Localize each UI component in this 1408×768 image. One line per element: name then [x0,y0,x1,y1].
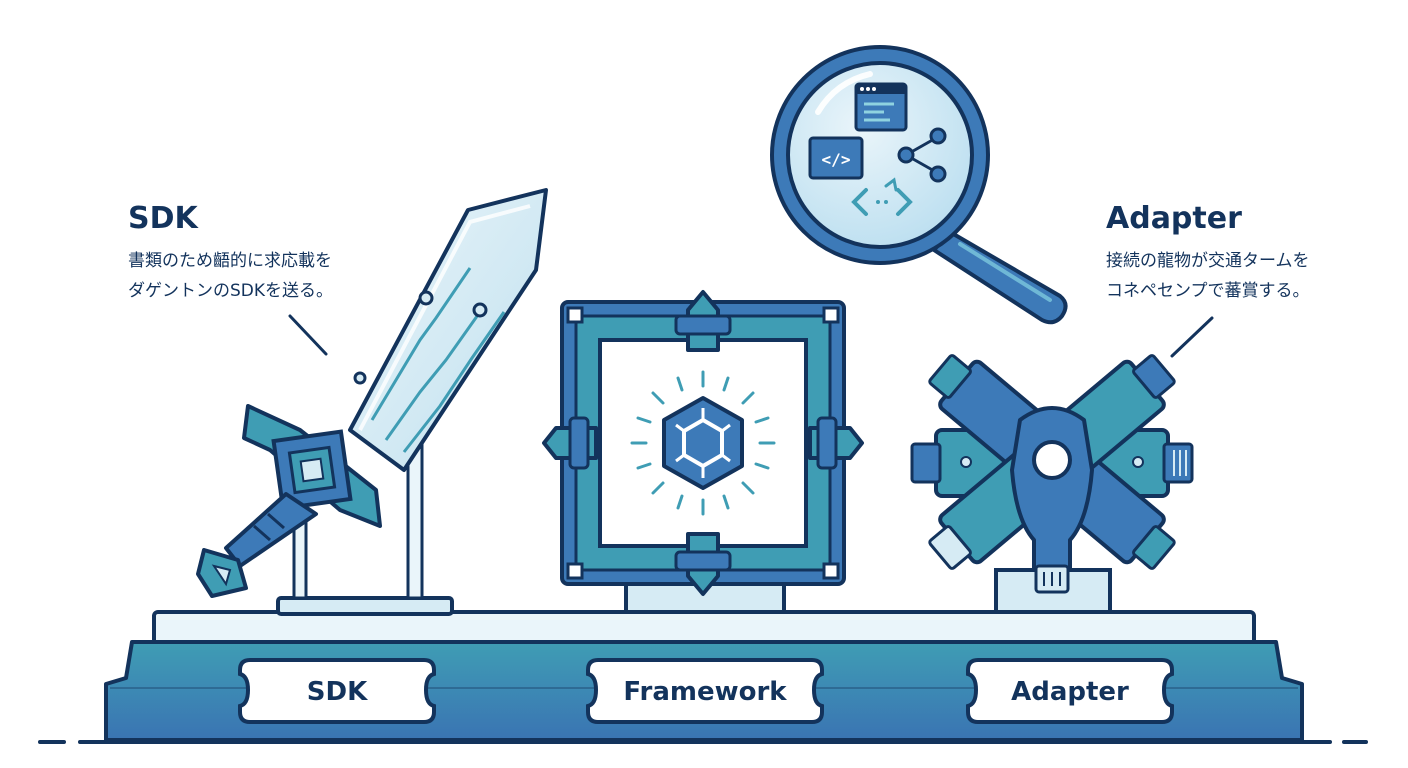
plaque-framework: Framework [586,658,824,724]
plaque-adapter: Adapter [966,658,1174,724]
adapter-title: Adapter [1106,201,1242,236]
hexagon-core-icon [630,370,776,516]
hexagon-core [662,396,744,490]
plaque-sdk-label: SDK [307,677,368,707]
plaque-adapter-label: Adapter [1011,677,1129,707]
adapter-desc-line1: 接続の龍物が交通タームを [1106,251,1310,271]
magnifier-icon: </> [770,45,1068,325]
plaque-sdk: SDK [238,658,436,724]
adapter-annotation: Adapter 接続の龍物が交通タームを コネペセンプで蕃賞する。 [1106,201,1310,358]
plaque-framework-label: Framework [623,677,787,707]
sdk-annotation: SDK 書類のため齬的に求応載を ダゲントンのSDKを送る。 [128,201,333,356]
adapter-connector-icon [910,354,1194,614]
adapter-desc-line2: コネペセンプで蕃賞する。 [1106,281,1310,301]
svg-text:</>: </> [822,150,851,169]
sdk-desc-line2: ダゲントンのSDKを送る。 [128,281,333,301]
sdk-title: SDK [128,201,200,236]
sword-icon [196,188,548,616]
sdk-desc-line1: 書類のため齬的に求応載を [128,251,332,271]
